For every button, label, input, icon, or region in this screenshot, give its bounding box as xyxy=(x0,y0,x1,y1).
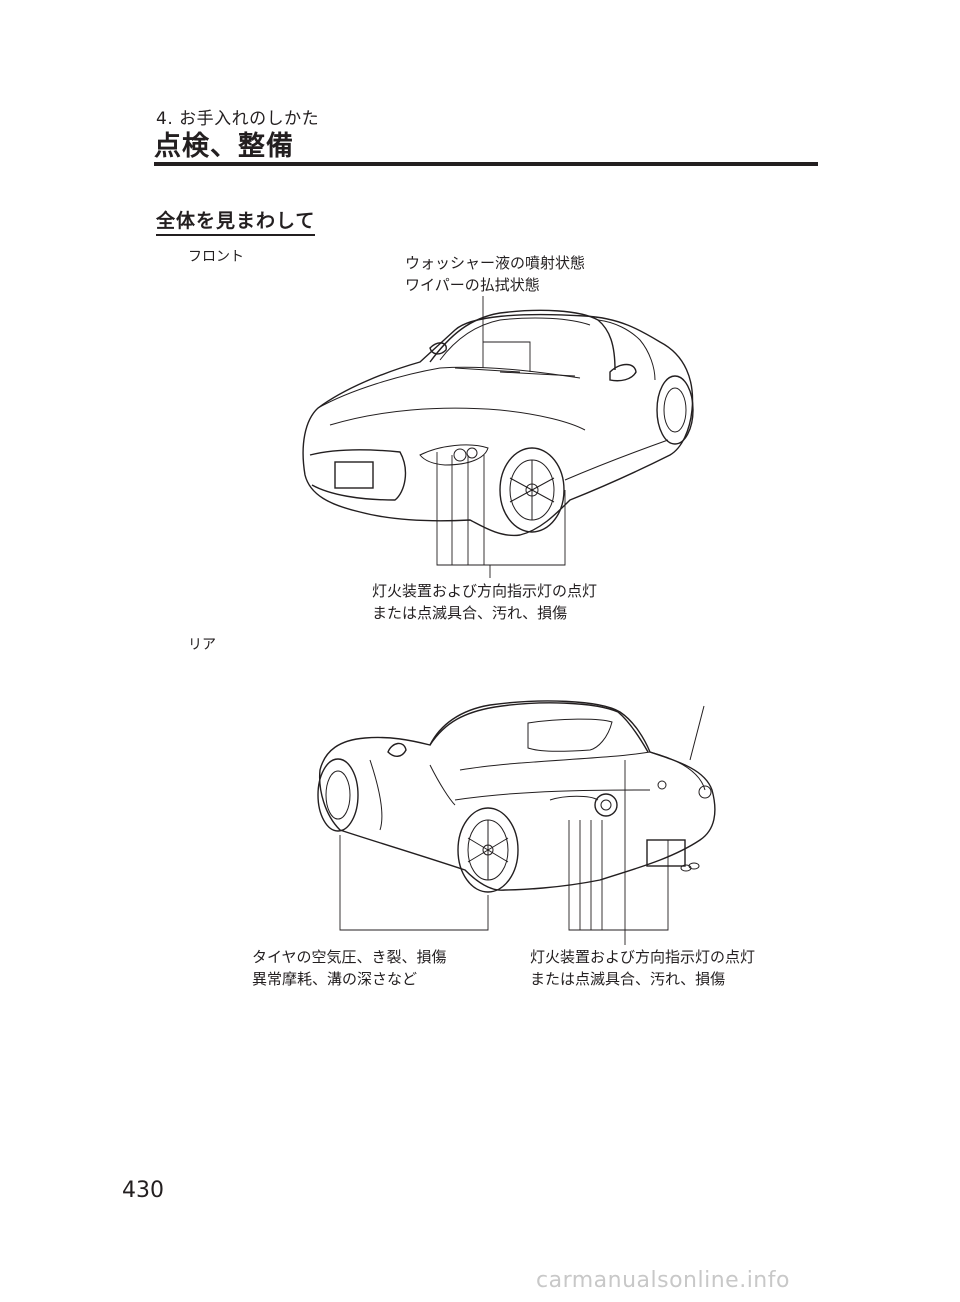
rear-callout-left: タイヤの空気圧、き裂、損傷 異常摩耗、溝の深さなど xyxy=(252,946,447,990)
callout-line: または点滅具合、汚れ、損傷 xyxy=(372,604,568,622)
front-callout-lines xyxy=(436,296,566,578)
rear-callout-lines xyxy=(339,760,669,945)
front-callout-bottom: 灯火装置および方向指示灯の点灯 または点滅具合、汚れ、損傷 xyxy=(372,580,597,624)
front-callout-top: ウォッシャー液の噴射状態 ワイパーの払拭状態 xyxy=(405,252,585,296)
title-rule xyxy=(154,162,818,166)
chapter-label: 4. お手入れのしかた xyxy=(156,109,320,129)
front-view-label: フロント xyxy=(188,249,244,265)
rear-callout-right: 灯火装置および方向指示灯の点灯 または点滅具合、汚れ、損傷 xyxy=(530,946,755,990)
page-number: 430 xyxy=(122,1178,164,1203)
callout-line: ウォッシャー液の噴射状態 xyxy=(405,254,586,272)
rear-car-drawing xyxy=(317,700,716,893)
page-title: 点検、整備 xyxy=(154,131,294,162)
watermark: carmanualsonline.info xyxy=(536,1268,790,1293)
callout-line: 灯火装置および方向指示灯の点灯 xyxy=(530,948,756,966)
callout-line: または点滅具合、汚れ、損傷 xyxy=(530,970,726,988)
callout-line: ワイパーの払拭状態 xyxy=(405,276,540,294)
callout-line: 灯火装置および方向指示灯の点灯 xyxy=(372,582,598,600)
section-heading: 全体を見まわして xyxy=(156,206,316,236)
callout-line: タイヤの空気圧、き裂、損傷 xyxy=(252,948,447,966)
callout-line: 異常摩耗、溝の深さなど xyxy=(252,970,418,988)
front-car-drawing xyxy=(302,309,694,537)
rear-view-label: リア xyxy=(188,637,216,653)
